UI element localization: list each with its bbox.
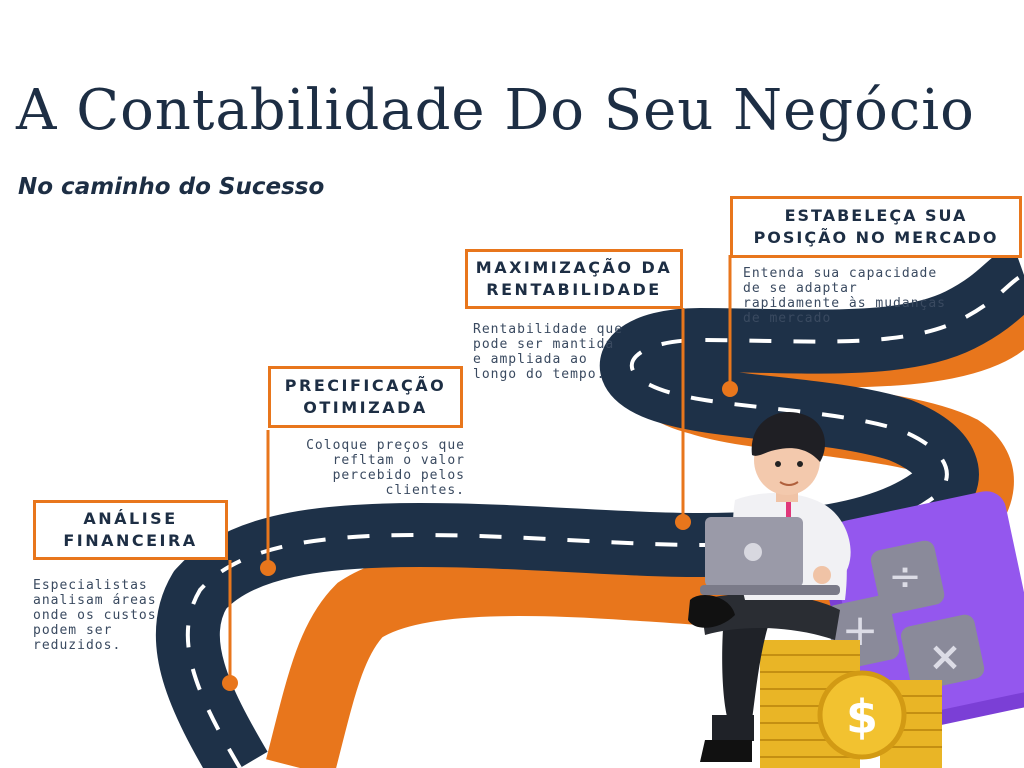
step-description-precificacao-otimizada: Coloque preços que refltam o valor perce… [306, 438, 465, 498]
leader-dots [222, 381, 738, 691]
step-description-maximizacao-rentabilidade: Rentabilidade que pode ser mantida e amp… [473, 322, 624, 382]
step-description-estabeleca-posicao: Entenda sua capacidade de se adaptar rap… [743, 266, 947, 326]
step-title-precificacao-otimizada: PRECIFICAÇÃO OTIMIZADA [268, 366, 463, 428]
dollar-coin-icon [817, 670, 907, 760]
page-subtitle: No caminho do Sucesso [18, 174, 325, 200]
page-title: A Contabilidade Do Seu Negócio [16, 78, 975, 143]
road [155, 244, 1024, 768]
svg-text:$: $ [846, 690, 878, 744]
coin-stack: $ [760, 640, 942, 768]
person-with-laptop [688, 411, 851, 762]
leader-lines [228, 255, 732, 683]
step-title-analise-financeira: ANÁLISE FINANCEIRA [33, 500, 228, 560]
step-title-maximizacao-rentabilidade: MAXIMIZAÇÃO DA RENTABILIDADE [465, 249, 683, 309]
svg-text:÷: ÷ [888, 554, 922, 600]
step-description-analise-financeira: Especialistas analisam áreas onde os cus… [33, 578, 157, 653]
svg-text:×: × [928, 634, 962, 680]
step-title-estabeleca-posicao: ESTABELEÇA SUA POSIÇÃO NO MERCADO [730, 196, 1022, 258]
road-center-line [185, 273, 1024, 768]
